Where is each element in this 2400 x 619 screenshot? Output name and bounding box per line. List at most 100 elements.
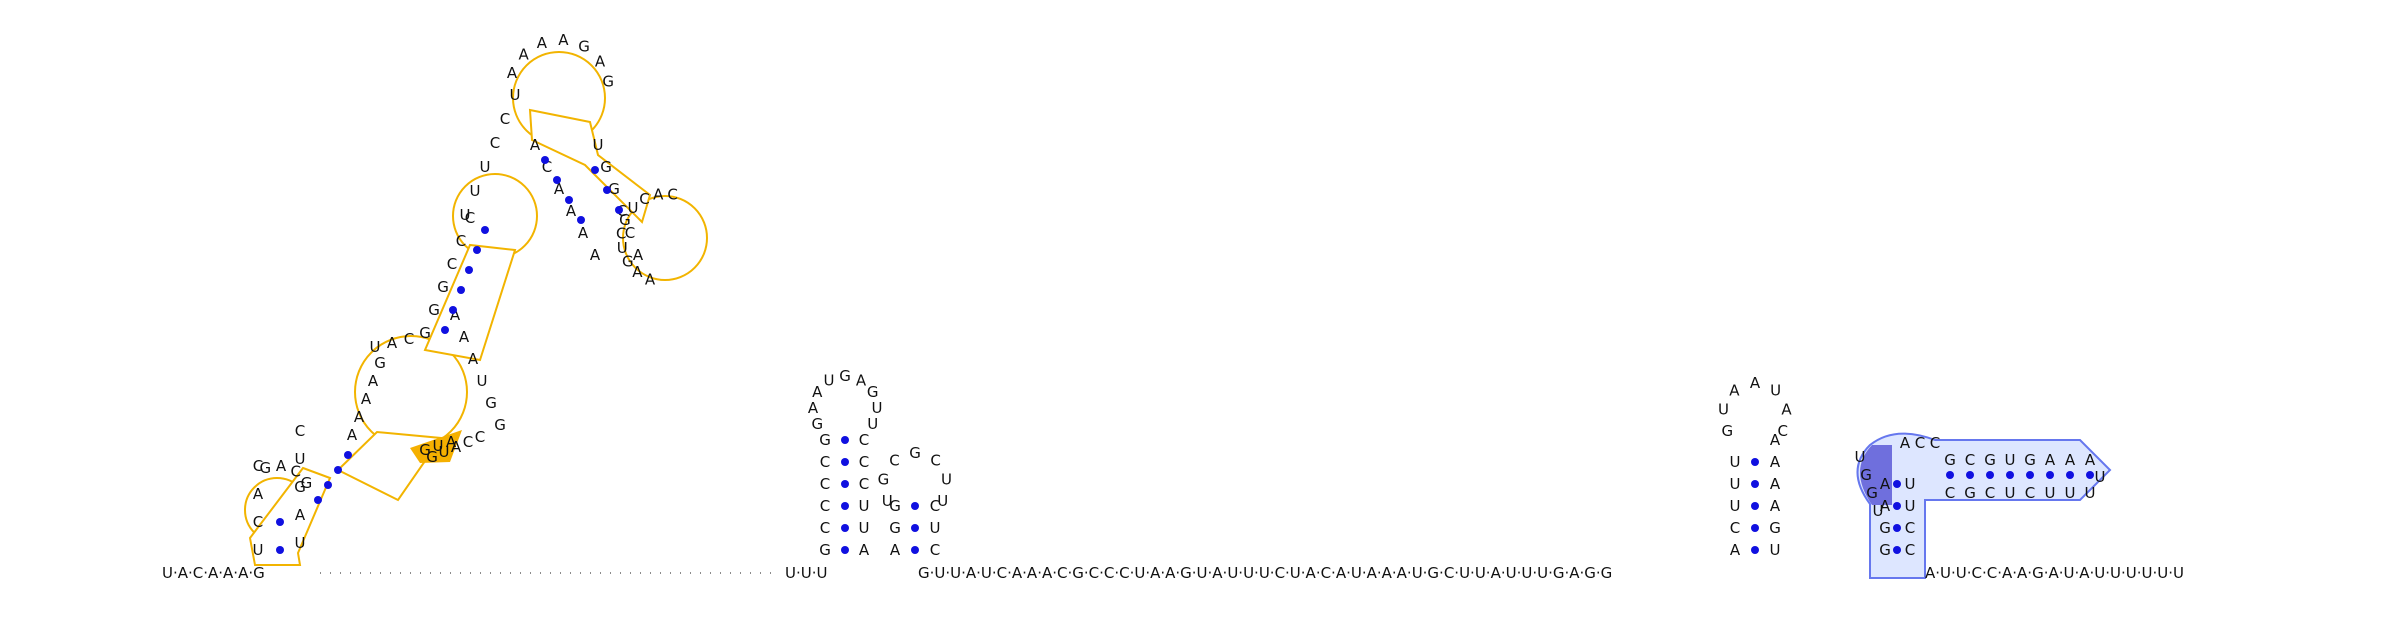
domain2-highlight-base: U [1873, 502, 1884, 520]
domain2-pair [2086, 471, 2094, 479]
domain1-base: G [619, 211, 631, 229]
domain1-base: G [608, 180, 620, 198]
hairpin1-base: G [819, 541, 831, 559]
hairpin1-base: C [820, 519, 830, 537]
domain1-highlight-base: U [433, 437, 444, 455]
domain1-base: U [370, 338, 381, 356]
domain1-base: C [290, 463, 300, 481]
main-sequence-long: G·U·U·A·U·C·A·A·A·C·G·C·C·C·U·A·A·G·U·A·… [918, 564, 1612, 582]
domain1-base: A [361, 390, 372, 408]
hairpin3-base: C [1777, 422, 1787, 440]
domain2-base: A [2085, 451, 2096, 469]
domain1-pair [603, 186, 611, 194]
domain2-pair [1946, 471, 1954, 479]
domain1-base: A [653, 186, 664, 204]
domain2-base: G [1984, 451, 1996, 469]
hairpin1-base: C [859, 453, 869, 471]
hairpin3-base: A [1770, 431, 1781, 449]
hairpin3-base: U [1730, 475, 1741, 493]
domain2-pair [1893, 524, 1901, 532]
domain1-base: U [617, 239, 628, 257]
domain1-base: G [428, 301, 440, 319]
domain1-base: A [537, 34, 548, 52]
domain1-pair [441, 326, 449, 334]
domain1-base: G [294, 478, 306, 496]
domain2-base: G [1879, 519, 1891, 537]
domain2-highlight-base: U [1855, 448, 1866, 466]
hairpin3-pair [1751, 480, 1759, 488]
domain2-base: A [2045, 451, 2056, 469]
hairpin1-base: C [820, 453, 830, 471]
domain1-base: C [490, 134, 500, 152]
domain2-highlight-base: G [1860, 466, 1872, 484]
domain2-base: A [1880, 497, 1891, 515]
hairpin2-pair [911, 524, 919, 532]
domain2-base: C [2025, 484, 2035, 502]
domain1-highlight-base: G [419, 441, 431, 459]
hairpin2-base: G [889, 519, 901, 537]
domain2-base: G [1964, 484, 1976, 502]
domain2-base: A [2065, 451, 2076, 469]
hairpin3-pair [1751, 524, 1759, 532]
domain1-pair [457, 286, 465, 294]
domain1-base: A [507, 64, 518, 82]
hairpin1-base: C [820, 475, 830, 493]
domain1-base: A [632, 263, 643, 281]
hairpin2-base: C [889, 451, 899, 469]
domain1-base: A [347, 426, 358, 444]
hairpin1-base: C [859, 431, 869, 449]
domain1-base: A [530, 136, 541, 154]
domain2-base: U [2045, 484, 2056, 502]
domain1-base: U [477, 372, 488, 390]
hairpin3-pair [1751, 546, 1759, 554]
hairpin3-base: A [1730, 541, 1741, 559]
hairpin2-base: G [909, 444, 921, 462]
hairpin1-base: A [856, 371, 867, 389]
hairpin3-base: U [1770, 541, 1781, 559]
hairpin3-base: G [1769, 519, 1781, 537]
domain2-base: C [1915, 434, 1925, 452]
hairpin1-pair [841, 480, 849, 488]
domain2-base: C [1985, 484, 1995, 502]
domain1-base: C [542, 158, 552, 176]
domain1-base: G [260, 459, 272, 477]
domain1-outline [244, 51, 708, 566]
domain2-base: G [2024, 451, 2036, 469]
domain2-base: U [2085, 484, 2096, 502]
hairpin1-base: C [859, 475, 869, 493]
hairpin2-pair [911, 546, 919, 554]
hairpin3-base: A [1729, 381, 1740, 399]
domain1-base: U [593, 136, 604, 154]
domain2-pair [2046, 471, 2054, 479]
domain1-pair [541, 156, 549, 164]
hairpin3-base: U [1730, 497, 1741, 515]
domain2-base: C [1930, 434, 1940, 452]
hairpin1-base: G [867, 383, 879, 401]
domain2-pair [2006, 471, 2014, 479]
hairpin1-pair [841, 502, 849, 510]
domain1-base: A [451, 438, 462, 456]
hairpin3-pair [1751, 458, 1759, 466]
domain1-base: C [475, 428, 485, 446]
domain1-base: A [354, 408, 365, 426]
domain1-pair [449, 306, 457, 314]
hairpin1-base: U [824, 371, 835, 389]
domain1-base: A [645, 270, 656, 288]
domain2-pair [1966, 471, 1974, 479]
domain2-base: A [1900, 434, 1911, 452]
hairpin3-base: A [1770, 497, 1781, 515]
domain1-pair [344, 451, 352, 459]
domain1-base: A [578, 224, 589, 242]
domain2-pair [2066, 471, 2074, 479]
domain1-base: G [600, 158, 612, 176]
domain2-base: C [1905, 541, 1915, 559]
domain1-pair [334, 466, 342, 474]
domain1-base: U [295, 534, 306, 552]
domain1-base: A [468, 350, 479, 368]
domain1-base: A [459, 328, 470, 346]
domain1-base: U [295, 450, 306, 468]
domain1-base: G [494, 416, 506, 434]
hairpin1-base: A [859, 541, 870, 559]
domain2-pair [1986, 471, 1994, 479]
domain1-base: A [387, 334, 398, 352]
